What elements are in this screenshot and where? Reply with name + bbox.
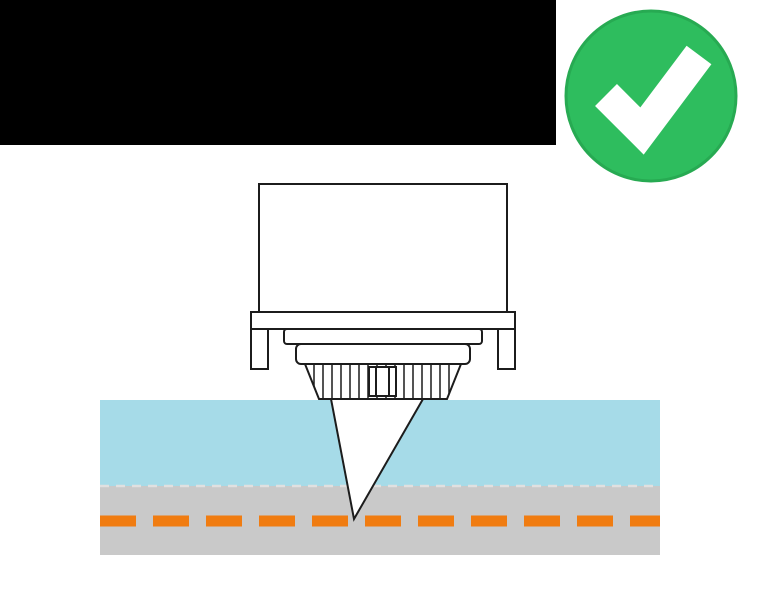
tool-collar-upper bbox=[283, 328, 483, 345]
tool-shank-inner bbox=[375, 366, 390, 397]
blade-cone bbox=[329, 398, 425, 522]
checkmark-icon bbox=[595, 45, 712, 155]
success-badge bbox=[564, 9, 738, 183]
tool-body bbox=[258, 183, 508, 313]
top-banner bbox=[0, 0, 556, 145]
tool-collar-lower bbox=[295, 343, 471, 365]
blade-holder-tool bbox=[250, 183, 516, 522]
tool-mount-plate bbox=[250, 311, 516, 330]
